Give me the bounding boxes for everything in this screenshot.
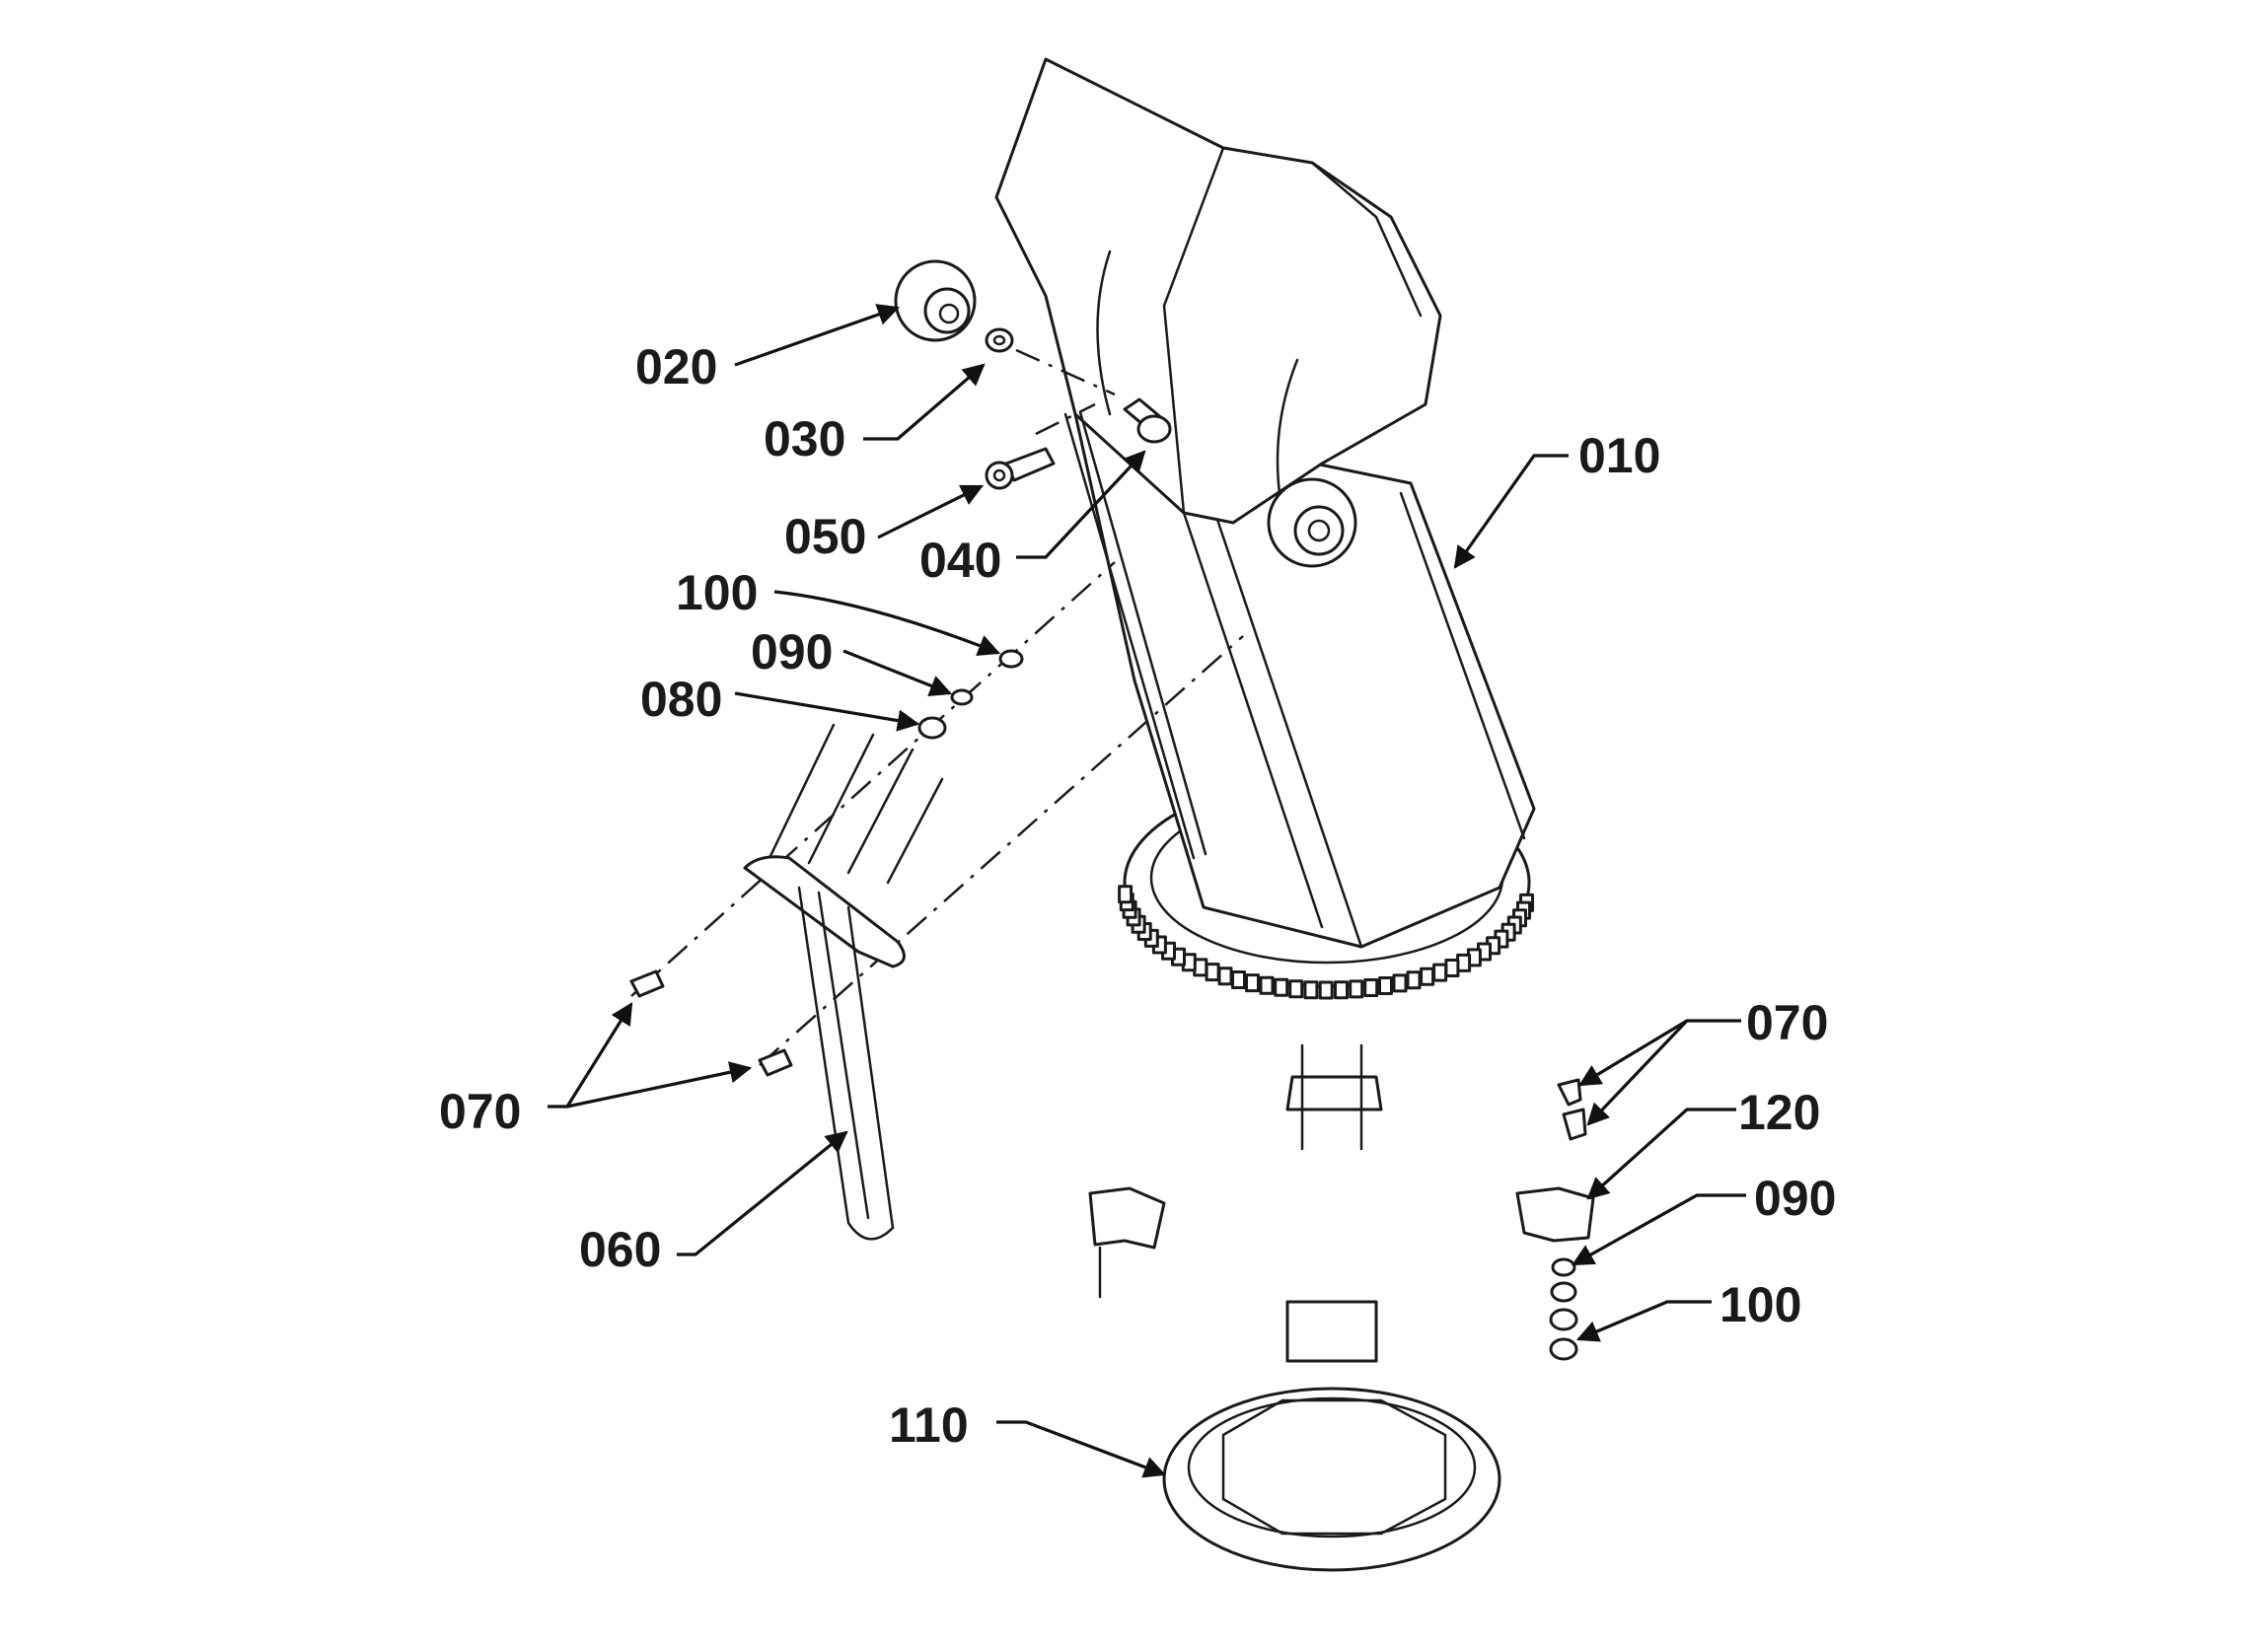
handle-part [743, 723, 944, 1241]
callout-100-right: 100 [1719, 1277, 1802, 1332]
callout-090-left: 090 [751, 624, 834, 680]
callout-010: 010 [1578, 428, 1661, 483]
collar-tooth [1363, 978, 1379, 997]
callout-030: 030 [764, 411, 846, 466]
collar-tooth [1378, 976, 1393, 995]
collar-tooth [1231, 970, 1246, 989]
clamp-left [1088, 1186, 1166, 1299]
callout-090-right: 090 [1754, 1171, 1837, 1226]
callout-060: 060 [579, 1222, 662, 1277]
collar-tooth [1259, 975, 1275, 995]
collar-tooth [1205, 963, 1220, 982]
hardware-left [917, 649, 1024, 740]
callout-080: 080 [640, 672, 723, 727]
collar-tooth [1274, 977, 1289, 997]
collar-tooth [1420, 966, 1435, 986]
collar-teeth [1118, 885, 1534, 1000]
hardware-right [1549, 1078, 1587, 1361]
callout-100-left: 100 [676, 565, 759, 620]
collar-tooth [1217, 966, 1233, 986]
washer-part [985, 327, 1014, 353]
axis-nut [1035, 402, 1096, 436]
collar-tooth [1318, 980, 1334, 1000]
leader-lines [548, 304, 1746, 1478]
callout-050: 050 [784, 509, 867, 564]
bolt-part [1123, 397, 1172, 444]
axis-lower [759, 635, 1244, 1066]
collar-tooth [1444, 959, 1460, 977]
pins-left [629, 969, 793, 1077]
collar-tooth [1406, 970, 1422, 990]
axis-knob [1015, 348, 1116, 396]
callout-070-left: 070 [439, 1084, 522, 1139]
knob-part [894, 259, 977, 342]
collar-tooth [1245, 973, 1260, 993]
collar-tooth [1432, 963, 1448, 982]
collar-tooth [1118, 885, 1134, 904]
nut-part [985, 447, 1056, 490]
chute-assembly [994, 57, 1536, 1000]
base-ring-part [1162, 1300, 1501, 1572]
callout-020: 020 [635, 339, 718, 394]
callout-040: 040 [919, 533, 1002, 588]
collar-tooth [1349, 979, 1364, 999]
axis-upper [630, 561, 1116, 997]
clamp-upper [1285, 1043, 1383, 1151]
callout-070-right: 070 [1746, 995, 1829, 1050]
collar-tooth [1334, 980, 1349, 1000]
collar-tooth [1288, 979, 1304, 999]
collar-tooth [1392, 973, 1408, 993]
collar-tooth [1303, 980, 1319, 1000]
clamp-right [1515, 1186, 1595, 1243]
knob-on-chute [1267, 477, 1357, 568]
callout-120: 120 [1738, 1085, 1821, 1140]
callout-110: 110 [889, 1397, 969, 1453]
